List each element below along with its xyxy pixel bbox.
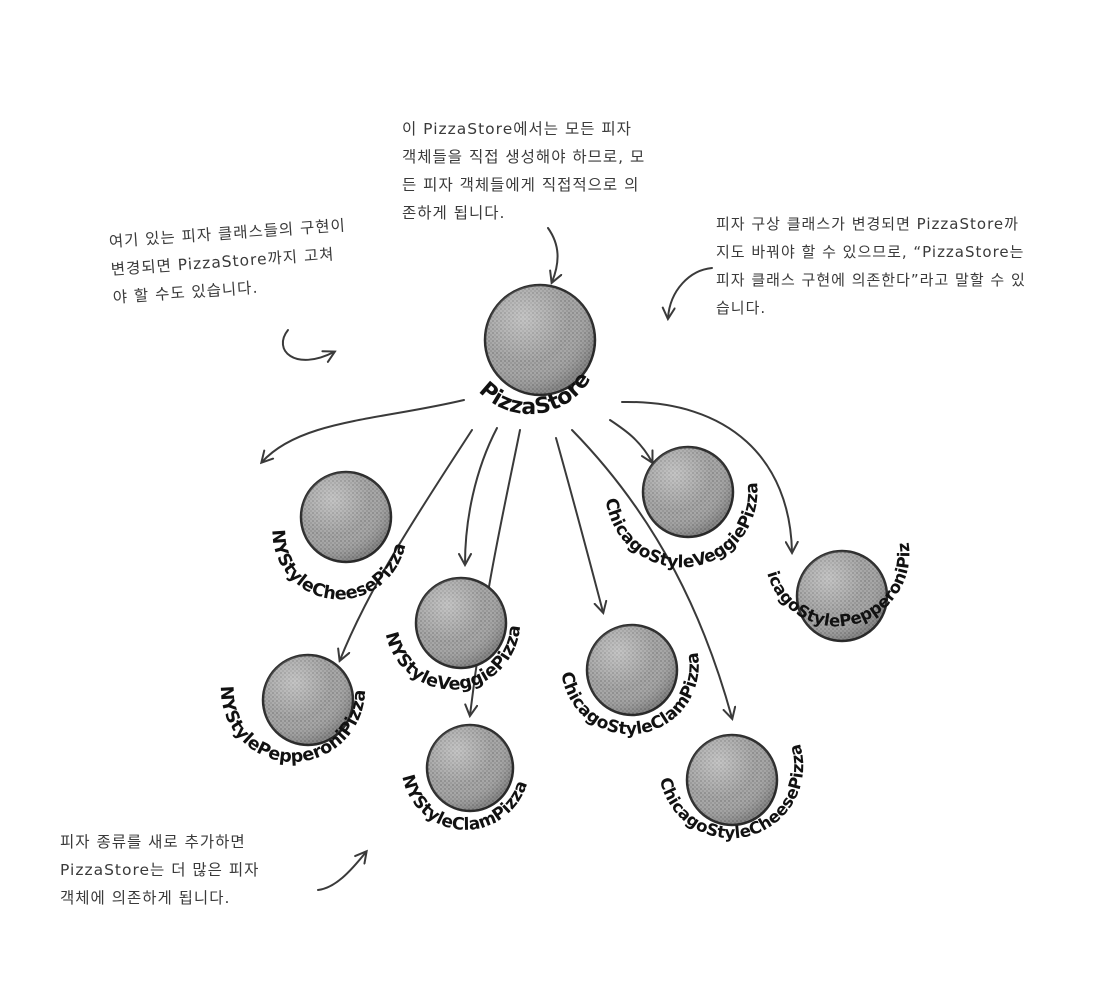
chicago-style-cheese-pizza-node: ChicagoStyleCheesePizza xyxy=(656,733,807,842)
callout-arrow-bottom-left xyxy=(317,852,366,891)
annotation-top-left: 여기 있는 피자 클래스들의 구현이 변경되면 PizzaStore까지 고쳐 … xyxy=(108,216,347,307)
ny-style-pepperoni-pizza-node: NYStylePepperoniPizza xyxy=(216,653,370,767)
callout-arrow-top-left xyxy=(282,329,334,360)
chicago-style-veggie-pizza-node: ChicagoStyleVeggiePizza xyxy=(601,445,763,573)
arrow-store-to-ny-pepperoni xyxy=(340,429,473,660)
annotation-top-right: 피자 구상 클래스가 변경되면 PizzaStore까 지도 바꿔야 할 수 있… xyxy=(716,215,1026,317)
chicago-style-clam-pizza-node: ChicagoStyleClamPizza xyxy=(556,623,704,739)
arrow-store-to-ny-cheese xyxy=(262,399,465,462)
pizza-store-node: PizzaStore xyxy=(474,283,597,420)
ny-style-veggie-pizza-node: NYStyleVeggiePizza xyxy=(381,576,525,695)
ny-style-cheese-pizza-node: NYStyleCheesePizza xyxy=(267,470,410,604)
arrow-store-to-ny-veggie xyxy=(465,427,498,564)
arrow-store-to-chicago-pepperoni xyxy=(621,400,792,552)
annotation-bottom-left: 피자 종류를 새로 추가하면 PizzaStore는 더 많은 피자 객체에 의… xyxy=(60,833,260,907)
ny-style-clam-pizza-node: NYStyleClamPizza xyxy=(397,723,532,835)
callout-arrow-top-right xyxy=(668,267,713,318)
arrow-store-to-ny-clam xyxy=(470,429,521,715)
arrow-store-to-chicago-veggie xyxy=(609,419,652,462)
annotation-top-center: 이 PizzaStore에서는 모든 피자 객체들을 직접 생성해야 하므로, … xyxy=(402,120,646,222)
arrow-store-to-chicago-clam xyxy=(555,437,603,612)
callout-arrow-top-center xyxy=(547,227,558,282)
arrow-store-to-chicago-cheese xyxy=(571,429,732,718)
